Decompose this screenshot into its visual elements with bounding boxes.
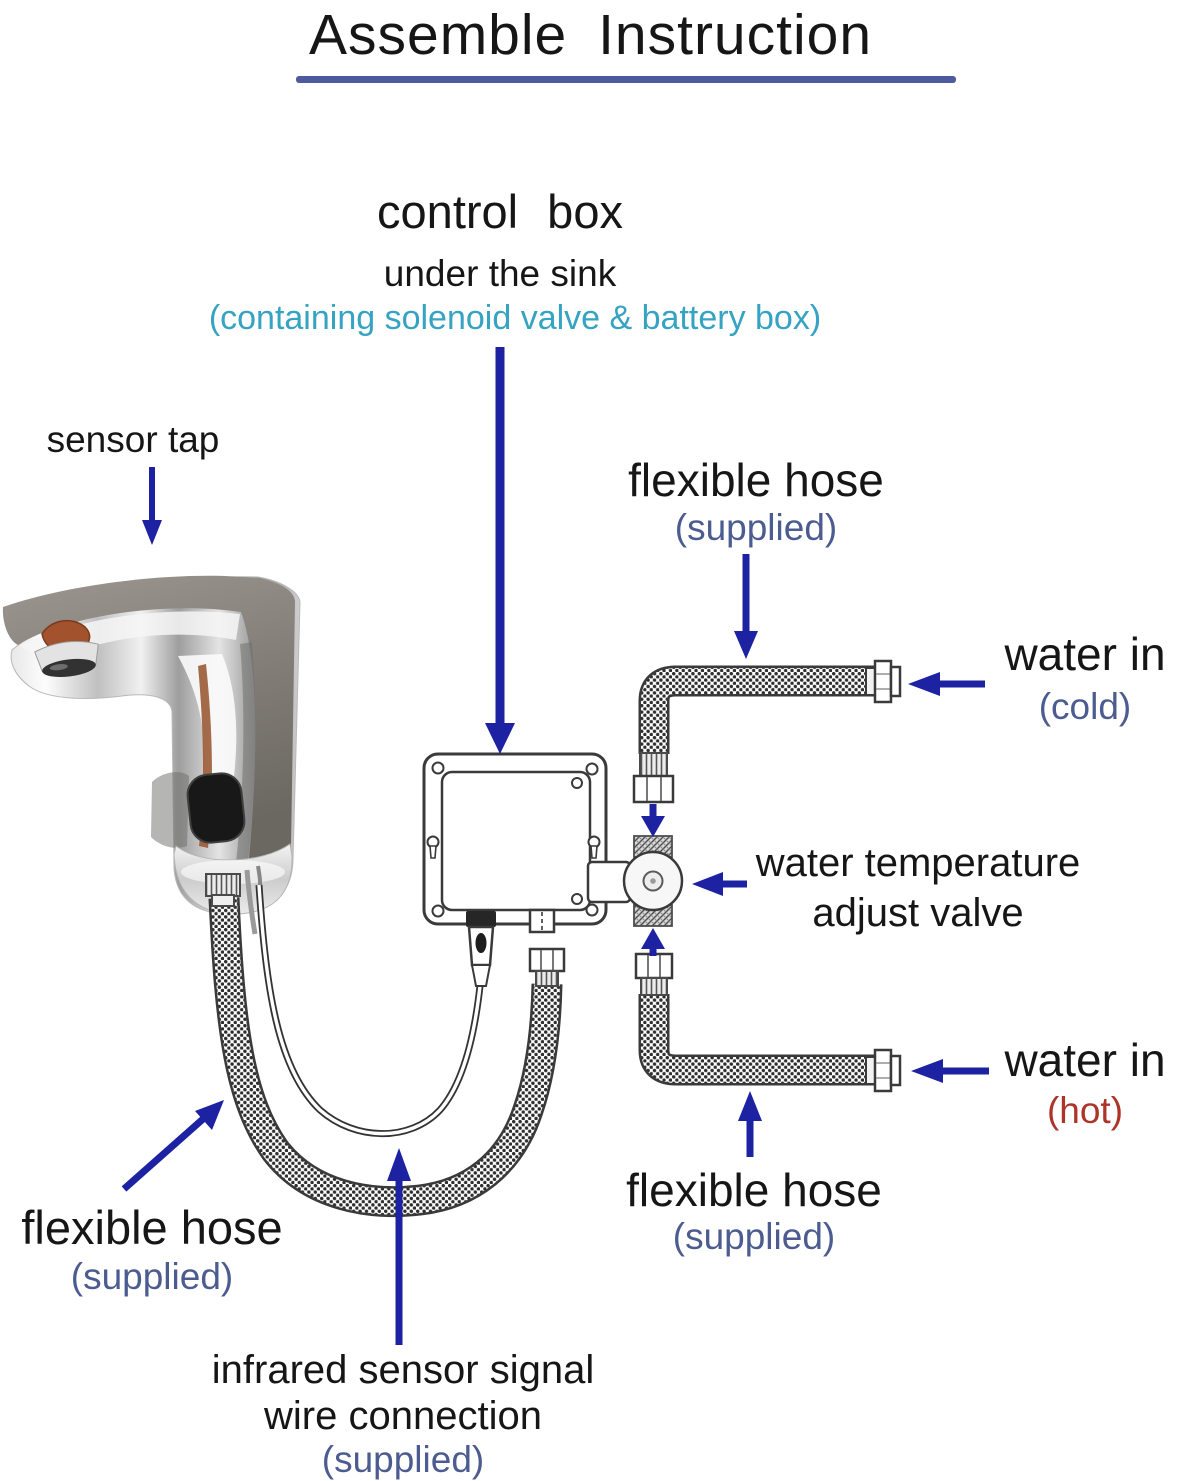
hot-flexible-hose-drawing (634, 952, 902, 1093)
signal-wire-label-line1: infrared sensor signal (211, 1348, 595, 1392)
water-hot-arrow (911, 1059, 989, 1083)
signal-wire-label-line2: wire connection (264, 1394, 542, 1438)
right-hose-arrow (738, 1091, 762, 1157)
temperature-valve-drawing (586, 835, 684, 927)
left-hose-label: flexible hose (21, 1201, 283, 1254)
top-hose-supplied-note: (supplied) (674, 507, 838, 548)
signal-wire-plug (466, 911, 496, 987)
valve-inlet-up-arrow (641, 928, 665, 956)
control-box-label: control box (377, 185, 623, 238)
control-box-arrow (485, 347, 515, 754)
sensor-tap-photo (2, 575, 301, 935)
cold-note: (cold) (1038, 686, 1132, 727)
faucet-aerator (34, 640, 99, 677)
control-box-drawing (422, 752, 608, 987)
water-in-hot-label: water in (1004, 1034, 1166, 1086)
right-hose-supplied-note: (supplied) (672, 1216, 836, 1257)
signal-wire-supplied-note: (supplied) (321, 1439, 485, 1480)
top-hose-label: flexible hose (628, 454, 884, 506)
valve-label-line1: water temperature (755, 841, 1081, 885)
mounting-keyhole-left (426, 835, 440, 859)
sensor-signal-wire-drawing (255, 884, 484, 1138)
temperature-valve-arrow (692, 872, 747, 896)
mounting-keyhole-right (587, 835, 601, 859)
cold-flexible-hose-drawing (632, 659, 902, 804)
valve-label-line2: adjust valve (812, 891, 1024, 935)
right-hose-label: flexible hose (626, 1164, 882, 1216)
faucet-top-plane (2, 575, 296, 865)
page-title: Assemble Instruction (308, 3, 873, 67)
valve-inlet-down-arrow (641, 804, 665, 837)
water-cold-arrow (908, 672, 985, 696)
signal-wire-arrow (387, 1148, 411, 1345)
sensor-tap-label: sensor tap (46, 419, 220, 460)
left-hose-supplied-note: (supplied) (70, 1256, 234, 1297)
left-hose-arrow (121, 1100, 224, 1192)
control-box-contents-note: (containing solenoid valve & battery box… (208, 299, 822, 337)
control-box-sublabel: under the sink (383, 253, 617, 294)
infrared-sensor-window (186, 772, 246, 844)
sensor-tap-arrow (142, 467, 162, 545)
top-hose-arrow (734, 554, 758, 659)
hot-note: (hot) (1046, 1090, 1124, 1131)
water-in-cold-label: water in (1004, 628, 1166, 680)
title-underline (296, 76, 956, 83)
